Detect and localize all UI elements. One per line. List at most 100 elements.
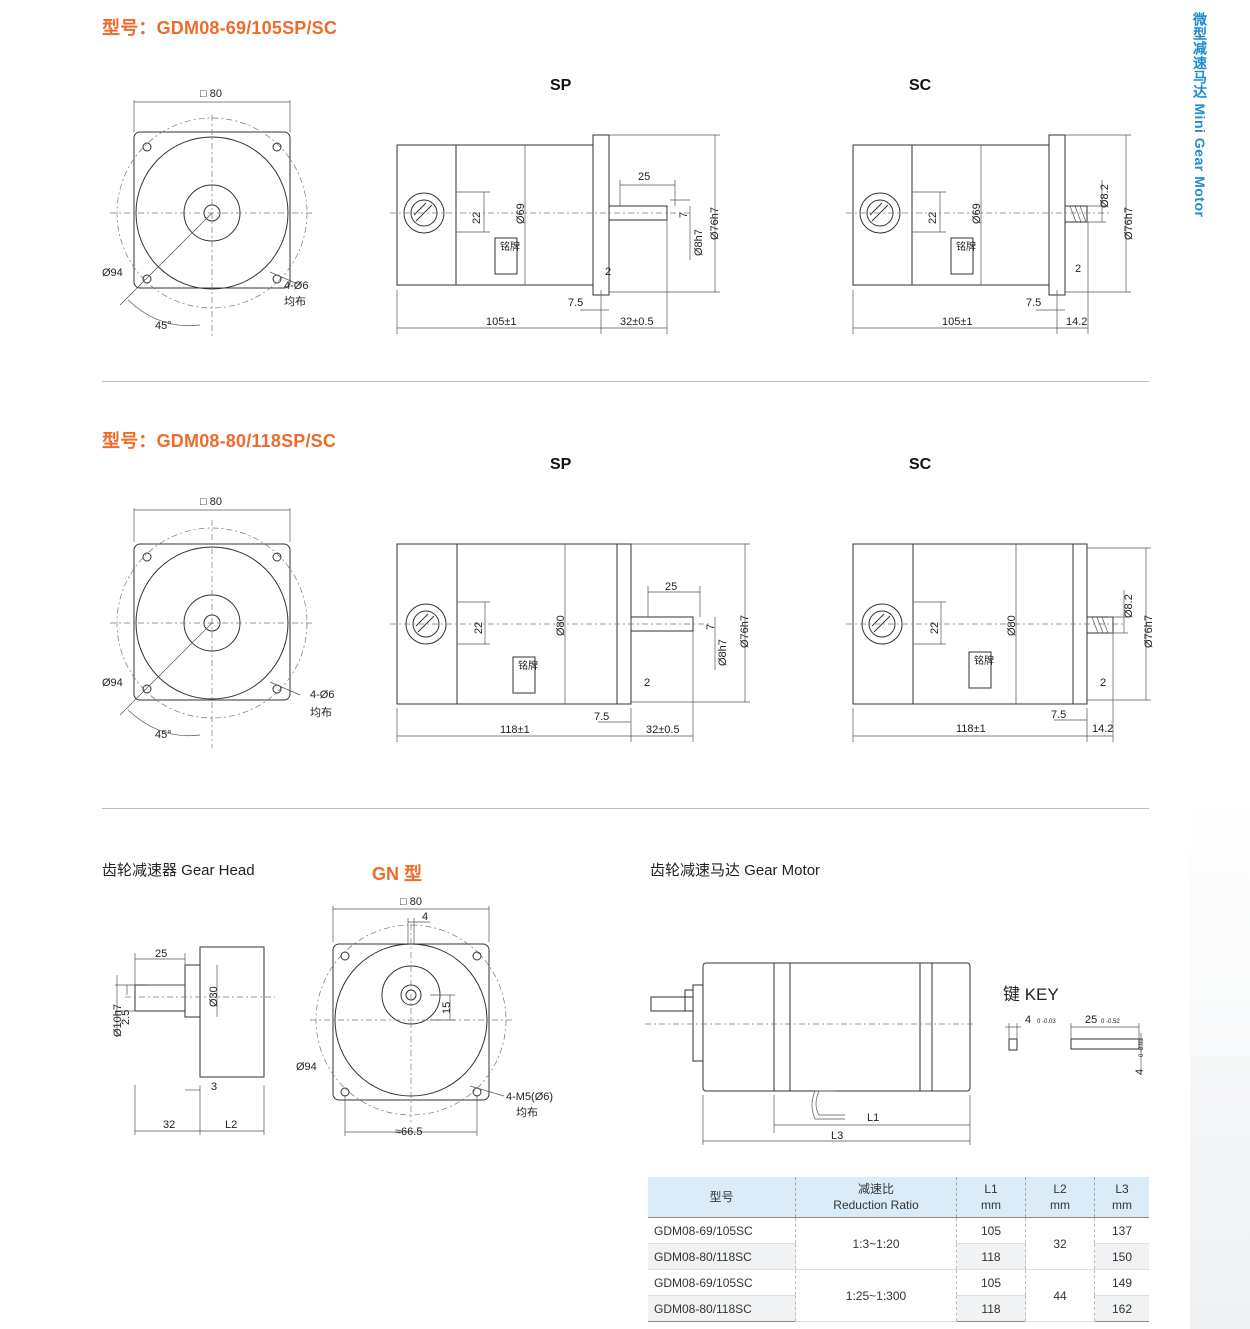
svg-text:4-Ø6: 4-Ø6 bbox=[310, 689, 334, 701]
svg-text:118±1: 118±1 bbox=[500, 724, 530, 736]
svg-text:25: 25 bbox=[1085, 1014, 1097, 1026]
svg-text:Ø76h7: Ø76h7 bbox=[1123, 207, 1135, 240]
table-cell-l2: 44 bbox=[1025, 1269, 1095, 1322]
sidebar-strip bbox=[1190, 0, 1250, 1329]
section2-sc-view: 铭牌 22 Ø80 Ø8.2 Ø76h7 2 7.5 118±1 14.2 bbox=[846, 543, 1155, 742]
svg-text:铭牌: 铭牌 bbox=[974, 654, 994, 667]
svg-text:105±1: 105±1 bbox=[486, 316, 517, 328]
divider-1 bbox=[102, 381, 1149, 382]
svg-text:32±0.5: 32±0.5 bbox=[646, 724, 680, 736]
front-holes-note: 均布 bbox=[284, 295, 306, 308]
svg-text:3: 3 bbox=[211, 1081, 217, 1093]
table-header-model: 型号 bbox=[648, 1177, 796, 1218]
front-angle-label: 45° bbox=[155, 320, 172, 332]
svg-text:Ø30: Ø30 bbox=[208, 986, 220, 1007]
svg-text:Ø8h7: Ø8h7 bbox=[693, 229, 705, 256]
table-cell-l1: 118 bbox=[956, 1295, 1026, 1322]
table-header-l2: L2 mm bbox=[1025, 1177, 1095, 1218]
sp-nameplate: 铭牌 bbox=[500, 240, 520, 253]
table-header-ratio: 减速比 Reduction Ratio bbox=[795, 1177, 957, 1218]
section1-front-view: □ 80 Ø94 45° 4-Ø6 均布 bbox=[102, 88, 315, 338]
divider-2 bbox=[102, 808, 1149, 809]
svg-text:7.5: 7.5 bbox=[1026, 297, 1041, 309]
svg-text:Ø69: Ø69 bbox=[971, 203, 983, 224]
table-cell-model: GDM08-69/105SC bbox=[648, 1217, 796, 1244]
svg-text:22: 22 bbox=[927, 212, 939, 224]
svg-text:均布: 均布 bbox=[310, 706, 332, 719]
gear-head-label: 齿轮减速器 Gear Head bbox=[102, 862, 255, 879]
table-cell-l3: 149 bbox=[1094, 1269, 1149, 1296]
gear-motor-drawing: L1 L3 bbox=[645, 962, 975, 1145]
table-cell-l3: 137 bbox=[1094, 1217, 1149, 1244]
section1-sc-view: 铭牌 22 Ø69 Ø8.2 Ø76h7 2 7.5 105±1 14.2 bbox=[846, 134, 1135, 334]
svg-text:2.5: 2.5 bbox=[120, 1010, 132, 1025]
table-cell-l3: 150 bbox=[1094, 1243, 1149, 1270]
svg-text:14.2: 14.2 bbox=[1066, 316, 1087, 328]
svg-text:铭牌: 铭牌 bbox=[956, 240, 976, 253]
svg-text:14.2: 14.2 bbox=[1092, 723, 1113, 735]
svg-text:Ø8.2: Ø8.2 bbox=[1099, 184, 1111, 208]
svg-text:45°: 45° bbox=[155, 729, 172, 741]
svg-text:2: 2 bbox=[644, 677, 650, 689]
svg-text:4: 4 bbox=[422, 911, 428, 923]
svg-text:Ø76h7: Ø76h7 bbox=[1143, 615, 1155, 648]
table-row: GDM08-69/105SC 1:3~1:20 105 32 137 bbox=[648, 1217, 1149, 1270]
svg-text:均布: 均布 bbox=[516, 1106, 538, 1119]
table-row: GDM08-69/105SC 1:25~1:300 105 44 149 bbox=[648, 1269, 1149, 1322]
svg-text:32±0.5: 32±0.5 bbox=[620, 316, 654, 328]
svg-text:Ø80: Ø80 bbox=[555, 615, 567, 636]
svg-text:25: 25 bbox=[155, 948, 167, 960]
svg-text:Ø69: Ø69 bbox=[515, 203, 527, 224]
table-row: GDM08-80/118SC 118 162 bbox=[648, 1295, 1149, 1322]
svg-text:2: 2 bbox=[1100, 677, 1106, 689]
table-cell-l2: 32 bbox=[1025, 1217, 1095, 1270]
svg-text:118±1: 118±1 bbox=[956, 723, 986, 735]
front-holes-label: 4-Ø6 bbox=[284, 280, 308, 292]
svg-text:2: 2 bbox=[605, 266, 611, 278]
svg-text:7.5: 7.5 bbox=[568, 297, 583, 309]
svg-text:铭牌: 铭牌 bbox=[518, 659, 538, 672]
svg-text:4: 4 bbox=[1025, 1014, 1031, 1026]
sidebar-label: 微型减速马达 Mini Gear Motor bbox=[1192, 12, 1208, 218]
table-cell-model: GDM08-80/118SC bbox=[648, 1295, 796, 1322]
section1-sp-view: 铭牌 22 Ø69 25 7 Ø8h7 Ø76h7 2 7.5 105±1 32… bbox=[390, 134, 721, 334]
svg-text:4: 4 bbox=[1134, 1069, 1146, 1075]
section1-sp-label: SP bbox=[550, 77, 572, 94]
svg-text:Ø8.2: Ø8.2 bbox=[1123, 594, 1135, 618]
svg-text:7: 7 bbox=[678, 212, 690, 218]
svg-text:22: 22 bbox=[929, 622, 941, 634]
table-header-l3: L3 mm bbox=[1094, 1177, 1149, 1218]
svg-text:105±1: 105±1 bbox=[942, 316, 973, 328]
table-header-l1: L1 mm bbox=[956, 1177, 1026, 1218]
svg-text:□ 80: □ 80 bbox=[400, 896, 422, 908]
svg-text:15: 15 bbox=[441, 1002, 453, 1014]
front-square-dim: □ 80 bbox=[200, 88, 222, 100]
svg-text:Ø80: Ø80 bbox=[1006, 615, 1018, 636]
svg-text:Ø76h7: Ø76h7 bbox=[709, 207, 721, 240]
svg-text:L3: L3 bbox=[831, 1130, 843, 1142]
svg-text:0 -0.03: 0 -0.03 bbox=[1139, 1038, 1145, 1057]
section2-title: 型号：GDM08-80/118SP/SC bbox=[102, 431, 337, 451]
gear-motor-label: 齿轮减速马达 Gear Motor bbox=[650, 862, 821, 879]
section1-title: 型号：GDM08-69/105SP/SC bbox=[102, 18, 338, 38]
section2-front-view: □ 80 Ø94 45° 4-Ø6 均布 bbox=[102, 496, 334, 748]
svg-text:□ 80: □ 80 bbox=[200, 496, 222, 508]
table-cell-ratio: 1:3~1:20 bbox=[795, 1217, 957, 1270]
svg-text:32: 32 bbox=[163, 1119, 175, 1131]
key-drawing: 4 0 -0.03 25 0 -0.52 4 0 -0.03 bbox=[1005, 1014, 1146, 1075]
section1-sc-label: SC bbox=[909, 77, 932, 94]
svg-text:7.5: 7.5 bbox=[1051, 709, 1066, 721]
table-row: GDM08-80/118SC 118 150 bbox=[648, 1243, 1149, 1270]
svg-text:L2: L2 bbox=[225, 1119, 237, 1131]
table-cell-l3: 162 bbox=[1094, 1295, 1149, 1322]
svg-text:Ø10h7: Ø10h7 bbox=[112, 1004, 124, 1037]
svg-text:22: 22 bbox=[471, 212, 483, 224]
key-title: 键 KEY bbox=[1003, 985, 1059, 1004]
svg-text:7: 7 bbox=[705, 624, 717, 630]
table-cell-model: GDM08-69/105SC bbox=[648, 1269, 796, 1296]
svg-text:4-M5(Ø6): 4-M5(Ø6) bbox=[506, 1091, 553, 1103]
section2-sp-view: 铭牌 22 Ø80 25 7 Ø8h7 Ø76h7 2 7.5 118±1 32… bbox=[390, 543, 751, 742]
table-header-row: 型号 减速比 Reduction Ratio L1 mm L2 mm L3 mm bbox=[648, 1177, 1149, 1218]
svg-text:25: 25 bbox=[638, 171, 650, 183]
svg-text:2: 2 bbox=[1075, 263, 1081, 275]
